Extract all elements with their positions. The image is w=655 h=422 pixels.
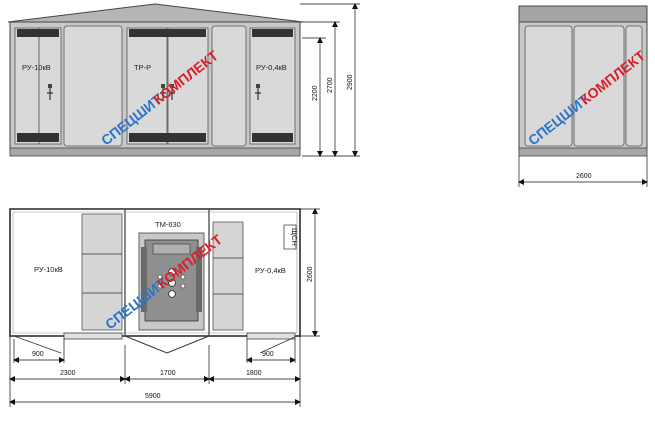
front-louver-ru10-bottom: [17, 133, 59, 142]
side-panel-1: [524, 25, 573, 147]
front-louver-ru04-bottom: [252, 133, 293, 142]
plan-bushing-3: [168, 290, 176, 298]
dim-seg-right: 1800: [246, 370, 262, 377]
plan-label-ru04: РУ-0,4кВ: [255, 266, 286, 275]
front-door-tr-right: [167, 27, 209, 145]
front-view: РУ-10кВ ТР-Р РУ-0,4кВ СПЕЦШИТ КОМПЛЕКТ: [7, 2, 360, 157]
dim-total: 5900: [145, 393, 161, 400]
side-panel-3: [625, 25, 643, 147]
front-handle-ru04: [255, 88, 261, 100]
front-handle-tr-left: [160, 88, 166, 100]
dim-2700: 2700: [327, 77, 334, 93]
dim-side-2600: 2600: [576, 173, 592, 180]
dim-plan-2600: 2600: [307, 266, 314, 282]
plan-view: РУ-10кВ ТМ-630 РУ-0,4кВ ЩСН 2600: [9, 208, 320, 407]
front-label-ru04: РУ-0,4кВ: [256, 63, 287, 72]
front-base: [9, 147, 301, 157]
front-handle-ru10: [47, 88, 53, 100]
plan-bushing-2: [168, 279, 176, 287]
plan-label-ru10: РУ-10кВ: [34, 265, 63, 274]
front-label-tr: ТР-Р: [134, 63, 151, 72]
dim-door-left: 900: [32, 351, 44, 358]
front-roof: [7, 3, 304, 23]
dim-seg-left: 2300: [60, 370, 76, 377]
plan-label-shchsn: ЩСН: [290, 228, 299, 246]
plan-switchgear-ru04: [212, 221, 244, 331]
front-label-ru10: РУ-10кВ: [22, 63, 51, 72]
side-panel-2: [573, 25, 625, 147]
front-louver-ru10-top: [17, 29, 59, 37]
side-base: [518, 147, 648, 157]
front-door-ru10-left: [14, 27, 40, 145]
front-blank-panel-1: [63, 25, 123, 147]
plan-door-transformer: [124, 335, 210, 354]
dim-2900: 2900: [347, 74, 354, 90]
side-roof: [518, 5, 648, 23]
side-view: СПЕЦШИТ КОМПЛЕКТ 2600: [518, 5, 648, 187]
front-louver-ru04-top: [252, 29, 293, 37]
front-blank-panel-2: [211, 25, 247, 147]
plan-bushing-1: [168, 268, 176, 276]
front-louver-tr-top: [129, 29, 206, 37]
front-door-tr-left: [126, 27, 168, 145]
plan-door-ru10: [63, 332, 123, 340]
plan-switchgear-ru10: [81, 213, 123, 331]
dim-door-right: 900: [262, 351, 274, 358]
dim-2200: 2200: [312, 85, 319, 101]
plan-panel-shchsn: [283, 224, 297, 250]
plan-door-ru04: [246, 332, 296, 340]
dim-seg-mid: 1700: [160, 370, 176, 377]
front-handle-tr-right: [169, 88, 175, 100]
front-louver-tr-bottom: [129, 133, 206, 142]
plan-label-transformer: ТМ-630: [155, 220, 181, 229]
